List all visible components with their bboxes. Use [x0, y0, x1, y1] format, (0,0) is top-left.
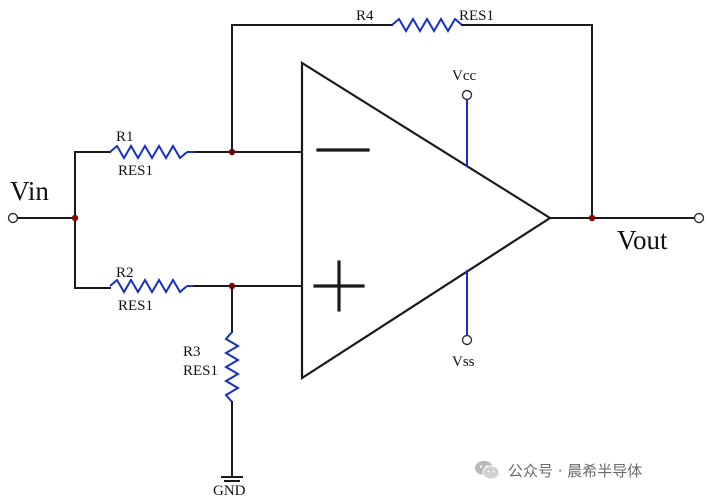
- vout-terminal: [693, 212, 705, 224]
- r2-label: R2: [116, 265, 134, 281]
- opamp-triangle: [300, 61, 553, 381]
- r3-type-label: RES1: [183, 363, 218, 379]
- r4-label: R4: [356, 8, 374, 24]
- r2-resistor: [109, 278, 188, 294]
- r4-type-label: RES1: [459, 8, 494, 24]
- vout-junction: [588, 214, 596, 222]
- r1-resistor: [109, 144, 188, 160]
- vout-label: Vout: [617, 225, 668, 255]
- gnd-label: GND: [213, 483, 246, 498]
- vin-label: Vin: [10, 176, 49, 206]
- vss-terminal: [461, 334, 473, 346]
- r3-resistor: [224, 331, 240, 403]
- r4-resistor: [391, 17, 463, 33]
- watermark-text: 公众号 · 晨希半导体: [508, 461, 643, 480]
- r2-type-label: RES1: [118, 298, 153, 314]
- r1-type-label: RES1: [118, 163, 153, 179]
- vss-label: Vss: [452, 354, 475, 370]
- vcc-terminal: [461, 89, 473, 101]
- watermark: 公众号 · 晨希半导体: [474, 457, 642, 483]
- vin-terminal: [7, 212, 19, 224]
- wechat-icon: [475, 461, 500, 480]
- r1-label: R1: [116, 129, 134, 145]
- vcc-label: Vcc: [452, 68, 476, 84]
- vin-junction: [71, 214, 79, 222]
- r3-label: R3: [183, 344, 201, 360]
